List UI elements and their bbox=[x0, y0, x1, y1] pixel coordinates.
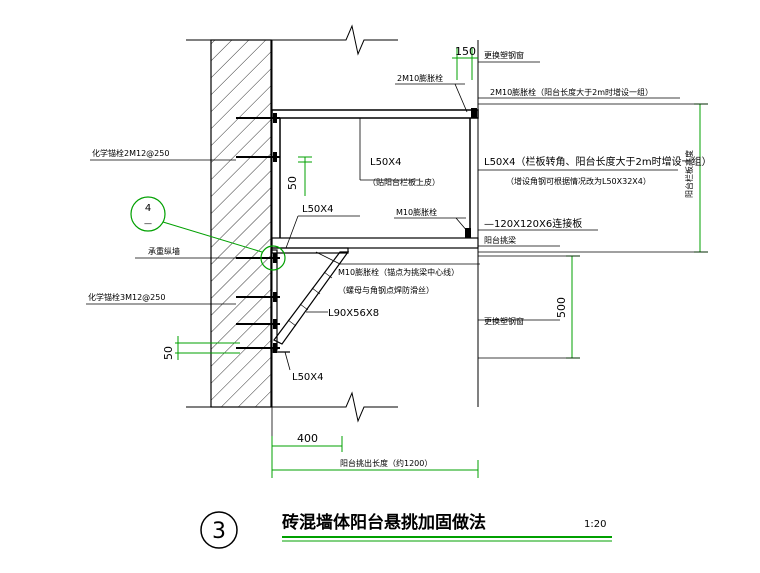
brace-hatch-2 bbox=[299, 303, 309, 311]
label-plate: —120X120X6连接板 bbox=[484, 217, 582, 230]
wall-break-top bbox=[186, 24, 398, 56]
brace-hatch-4 bbox=[323, 271, 333, 279]
title-circle bbox=[200, 511, 238, 549]
rail-bolt-right bbox=[471, 108, 477, 118]
detail-leader bbox=[162, 221, 263, 253]
label-window-bottom: 更换塑钢窗 bbox=[484, 316, 524, 326]
label-l50-mid-note: （贴阳台栏板上皮） bbox=[368, 177, 440, 187]
cantilever-slab bbox=[271, 237, 479, 249]
label-m10-note: M10膨胀栓（锚点为挑梁中心线） bbox=[338, 267, 459, 277]
dim-rail-height bbox=[694, 103, 708, 253]
detail-highlight-circle bbox=[260, 245, 286, 271]
dim-500 bbox=[566, 255, 580, 359]
label-bearing-wall: 承重纵墙 bbox=[148, 246, 180, 256]
wall-break-bottom bbox=[186, 391, 398, 423]
steel-brace bbox=[273, 251, 350, 345]
dim-50-bottom-label: 50 bbox=[162, 346, 175, 360]
label-l50-right: L50X4（栏板转角、阳台长度大于2m时增设一组） bbox=[484, 155, 712, 168]
plate-bolt-right bbox=[465, 228, 471, 238]
anchor-nuts bbox=[273, 113, 277, 353]
label-l50-bottom: L50X4 bbox=[292, 372, 324, 383]
detail-number: 4 bbox=[145, 203, 151, 214]
label-2m10-left: 2M10膨胀栓 bbox=[397, 73, 443, 83]
balcony-rail bbox=[271, 109, 479, 119]
dim-bottom bbox=[271, 436, 479, 478]
title-text: 砖混墙体阳台悬挑加固做法 bbox=[282, 512, 486, 533]
dim-150 bbox=[452, 48, 478, 80]
leader-l50-bottom bbox=[284, 351, 291, 371]
label-l50-left: L50X4 bbox=[302, 204, 334, 215]
detail-circle bbox=[130, 196, 166, 232]
anchor-bolts bbox=[236, 117, 280, 349]
label-window-top: 更换塑钢窗 bbox=[484, 50, 524, 60]
label-l50-right-note: （增设角钢可根据情况改为L50X32X4） bbox=[506, 176, 651, 186]
label-m10-note2: （螺母与角钢点焊防滑丝） bbox=[338, 285, 434, 295]
label-chem-bottom: 化学锚栓3M12@250 bbox=[88, 292, 165, 302]
dim-150-label: 150 bbox=[455, 45, 476, 58]
brick-wall bbox=[210, 39, 272, 408]
title-circle-number: 3 bbox=[212, 519, 226, 544]
label-chem-top: 化学锚栓2M12@250 bbox=[92, 148, 169, 158]
label-beam: 阳台挑梁 bbox=[484, 235, 516, 245]
dim-50-bottom bbox=[175, 336, 240, 360]
dim-50-top bbox=[298, 156, 312, 196]
leader-m10-note-d bbox=[315, 251, 341, 265]
dim-400-label: 400 bbox=[297, 432, 318, 445]
dim-500-label: 500 bbox=[555, 297, 568, 318]
dim-50-top-label: 50 bbox=[286, 176, 299, 190]
brace-hatch-3 bbox=[311, 287, 321, 295]
title-scale: 1:20 bbox=[584, 519, 606, 530]
label-2m10-right: 2M10膨胀栓（阳台长度大于2m时增设一组） bbox=[490, 87, 653, 97]
leader-m10-small-d bbox=[455, 217, 469, 233]
detail-subtext: — bbox=[144, 219, 152, 228]
dim-total-label: 阳台挑出长度（约1200） bbox=[340, 458, 432, 468]
label-l50-mid: L50X4 bbox=[370, 157, 402, 168]
label-l90: L90X56X8 bbox=[328, 308, 379, 319]
leader-2m10-left-arrow bbox=[454, 83, 468, 113]
leader-l50-left-d bbox=[285, 215, 299, 249]
label-m10-small: M10膨胀栓 bbox=[396, 207, 437, 217]
vertical-note: 阳台栏板高度 bbox=[684, 150, 694, 198]
brace-hatch-1 bbox=[287, 319, 297, 327]
